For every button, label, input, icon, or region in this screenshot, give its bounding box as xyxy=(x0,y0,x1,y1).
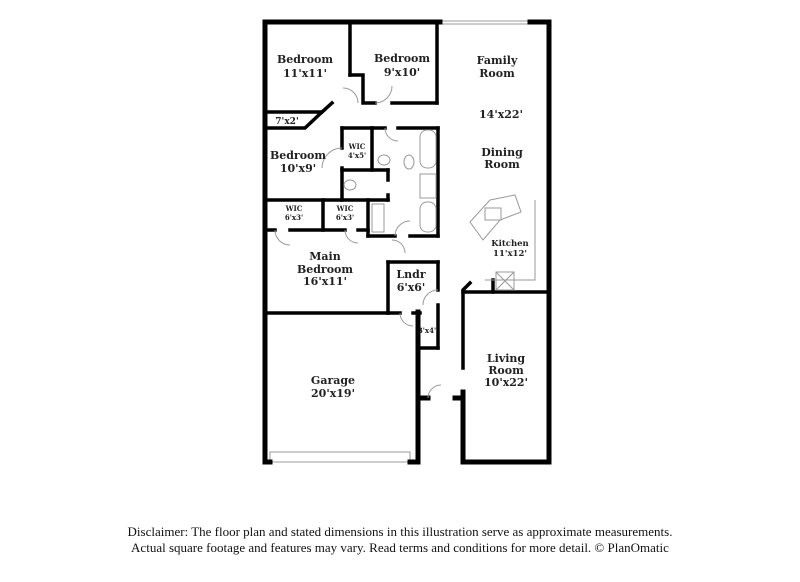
room-bedroom-label: Bedroom xyxy=(270,149,326,162)
room-bedroom-label: Bedroom xyxy=(277,53,333,66)
room-size: 4'x5' xyxy=(348,151,366,160)
fixtures xyxy=(274,85,536,399)
room-size: 16'x11' xyxy=(303,275,347,288)
disclaimer-line-1: Disclaimer: The floor plan and stated di… xyxy=(127,524,673,539)
room-size: 10'x9' xyxy=(280,162,316,175)
room-labels: Bedroom 11'x11' Bedroom 9'x10' Family Ro… xyxy=(270,52,529,400)
room-wic-label: WIC xyxy=(285,204,303,213)
room-size: 14'x22' xyxy=(479,108,523,121)
floor-plan: Bedroom 11'x11' Bedroom 9'x10' Family Ro… xyxy=(262,19,552,465)
room-living-label: Living xyxy=(487,352,525,365)
room-garage-label: Garage xyxy=(311,374,355,387)
room-bedroom-label: Bedroom xyxy=(374,52,430,65)
room-size: 6'x3' xyxy=(336,213,354,222)
room-wic-label: WIC xyxy=(336,204,354,213)
room-size: 6'x3' xyxy=(285,213,303,222)
room-size: 7'x2' xyxy=(275,117,298,127)
room-dining-label: Dining xyxy=(481,146,523,159)
interior-walls xyxy=(263,20,551,370)
room-size: 11'x11' xyxy=(283,67,327,80)
room-size: 11'x12' xyxy=(493,249,527,259)
room-size: 20'x19' xyxy=(311,387,355,400)
room-size: 6'x6' xyxy=(397,281,426,294)
room-kitchen-label: Kitchen xyxy=(491,239,529,249)
room-main-bedroom-label: Main xyxy=(309,250,340,263)
exterior-walls xyxy=(262,19,552,465)
room-family-label: Room xyxy=(479,67,515,80)
room-size: 10'x22' xyxy=(484,376,528,389)
room-main-bedroom-label: Bedroom xyxy=(297,263,353,276)
room-size: 9'x10' xyxy=(384,66,420,79)
room-wic-label: WIC xyxy=(348,142,366,151)
disclaimer-line-2: Actual square footage and features may v… xyxy=(131,540,669,555)
room-family-label: Family xyxy=(477,54,518,67)
room-living-label: Room xyxy=(488,364,524,377)
room-dining-label: Room xyxy=(484,158,520,171)
room-size: 3'x4' xyxy=(418,326,436,335)
room-laundry-label: Lndr xyxy=(396,268,425,281)
